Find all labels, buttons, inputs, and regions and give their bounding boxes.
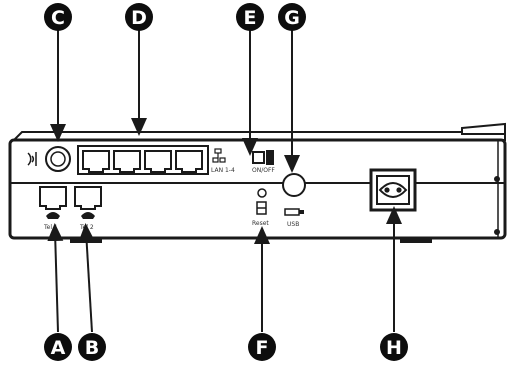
lan-port-3 <box>144 150 172 173</box>
callout-b: B <box>78 333 106 361</box>
svg-text:F: F <box>256 337 269 359</box>
tel-port-2 <box>74 186 102 210</box>
side-screw-bottom <box>494 229 500 235</box>
lan-port-1 <box>82 150 110 173</box>
callout-d: D <box>125 3 153 31</box>
usb-label: USB <box>287 221 299 228</box>
reset-button <box>282 173 306 197</box>
svg-text:C: C <box>51 7 65 29</box>
lan-port-label: LAN 1-4 <box>211 167 235 174</box>
reset-pinhole <box>256 188 267 215</box>
svg-text:D: D <box>131 7 147 29</box>
tel-port-1-label: Tel 1 <box>43 224 58 231</box>
lan-port-4 <box>175 150 203 173</box>
device-foot-right <box>400 237 432 243</box>
reset-label: Reset <box>252 220 269 227</box>
power-socket <box>369 168 417 212</box>
svg-text:H: H <box>386 337 402 359</box>
lan-port-2 <box>113 150 141 173</box>
callout-h: H <box>380 333 408 361</box>
svg-text:G: G <box>284 7 300 29</box>
callout-e: E <box>236 3 264 31</box>
svg-text:B: B <box>85 337 99 359</box>
power-switch-label: ON/OFF <box>252 167 275 174</box>
antenna-connector <box>45 146 71 172</box>
usb-port <box>284 208 304 216</box>
tel-port-1 <box>39 186 67 210</box>
side-screw-top <box>494 176 500 182</box>
lan-network-icon <box>212 148 226 163</box>
callout-g: G <box>278 3 306 31</box>
telephone-icon-2 <box>81 212 95 219</box>
callout-a: A <box>44 333 72 361</box>
tel-port-2-label: Tel 2 <box>79 224 94 231</box>
arrow-b <box>78 223 95 333</box>
svg-text:A: A <box>51 337 66 359</box>
wireless-icon <box>27 152 37 166</box>
callout-f: F <box>248 333 276 361</box>
callout-c: C <box>44 3 72 31</box>
telephone-icon-1 <box>46 212 60 219</box>
arrow-a <box>47 223 64 333</box>
svg-text:E: E <box>244 7 257 29</box>
power-switch <box>252 150 274 165</box>
